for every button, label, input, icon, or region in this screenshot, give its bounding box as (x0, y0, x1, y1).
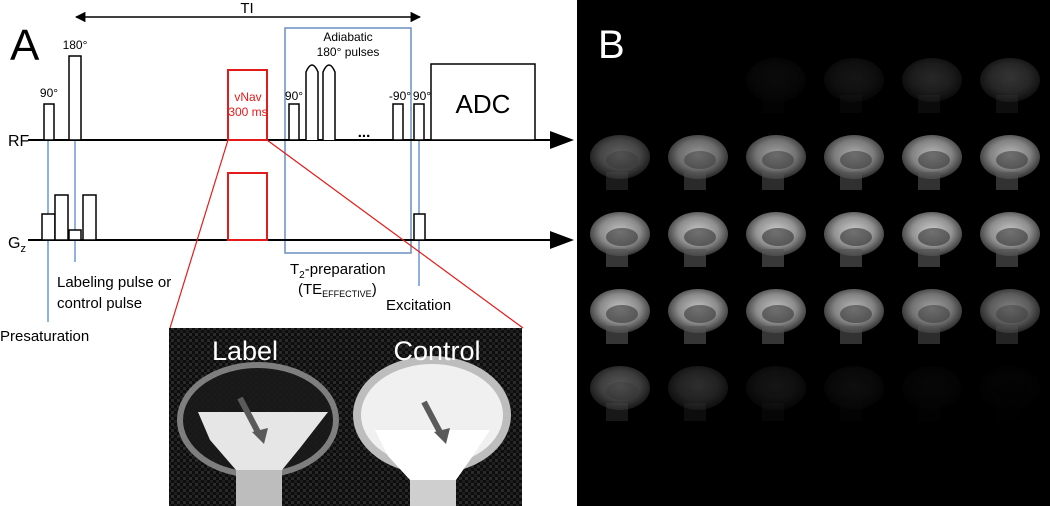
slice-thumbnail (824, 58, 884, 113)
slice-thumbnail (824, 289, 884, 344)
slice-thumbnail (668, 212, 728, 267)
vnav-rf-box (227, 69, 268, 141)
gz-label-gradient (68, 229, 82, 241)
slice-thumbnail (746, 58, 806, 102)
control-image (353, 356, 511, 506)
rf-axis-label: RF (8, 133, 30, 150)
slice-thumbnail (824, 135, 884, 190)
rf-axis-arrowhead (550, 131, 574, 149)
slice-thumbnail (746, 366, 806, 421)
slice-thumbnail (590, 135, 650, 190)
adc-box (430, 63, 536, 141)
label-image (177, 362, 339, 506)
slice-thumbnail (980, 58, 1040, 113)
slice-thumbnail (746, 212, 806, 267)
slice-thumbnail (980, 212, 1040, 267)
slice-thumbnail (668, 366, 728, 421)
slice-thumbnail (668, 289, 728, 344)
slice-thumbnail (824, 212, 884, 267)
adiabatic-pulse-2 (322, 64, 336, 140)
rf-90-presat-pulse (43, 103, 55, 141)
zoom-line-left (169, 139, 229, 329)
panel-b: B (577, 0, 1050, 506)
neg90-label: -90° (389, 89, 411, 103)
slice-thumbnail (980, 135, 1040, 190)
slice-thumbnail (668, 135, 728, 190)
panel-a-letter: A (10, 21, 40, 70)
vnav-gz-box (227, 172, 268, 241)
zoom-line-right (266, 139, 524, 329)
gz-axis-label: Gz (8, 235, 26, 255)
excitation-90-label: 90° (413, 89, 431, 103)
panel-b-letter: B (598, 23, 625, 67)
t2prep-text: T2-preparation (290, 261, 386, 281)
te-effective-text: (TEEFFECTIVE) (298, 281, 377, 299)
labeling-text-1: Labeling pulse or (57, 274, 171, 291)
slice-thumbnail (590, 289, 650, 344)
slice-thumbnail (902, 212, 962, 267)
ellipsis: ... (358, 124, 371, 141)
rf-90-presat-label: 90° (40, 86, 58, 100)
t2prep-90-pulse (288, 103, 300, 141)
slice-thumbnail (902, 289, 962, 344)
neg90-pulse (392, 103, 404, 141)
slice-thumbnail (824, 366, 884, 421)
slice-grid (590, 58, 1040, 421)
excitation-text: Excitation (386, 297, 451, 314)
slice-thumbnail (590, 366, 650, 421)
presaturation-text: Presaturation (0, 328, 89, 345)
gz-excitation (413, 213, 426, 241)
slice-thumbnail (746, 289, 806, 344)
slice-thumbnail (746, 135, 806, 190)
gz-presat-gradient (54, 194, 69, 241)
vnav-label-1: vNav (234, 90, 261, 104)
rf-180-label-pulse (68, 55, 82, 141)
inset-label-text: Label (212, 336, 278, 366)
adiabatic-pulse-1 (305, 64, 319, 140)
panel-a: A TI Adiabatic 180° pulses RF 90° 180° v… (0, 0, 574, 506)
adc-label: ADC (456, 89, 511, 119)
vnav-label-2: 300 ms (228, 105, 267, 119)
rf-180-label: 180° (63, 38, 88, 52)
slice-thumbnail (902, 58, 962, 113)
labeling-text-2: control pulse (57, 295, 142, 312)
slice-thumbnail (590, 212, 650, 267)
slice-thumbnail (980, 289, 1040, 344)
vnav-inset: Label Control (169, 328, 522, 506)
adiabatic-label-1: Adiabatic (323, 30, 372, 44)
gz-presat-crusher (41, 213, 56, 241)
adiabatic-label-2: 180° pulses (317, 45, 380, 59)
excitation-90-pulse (413, 103, 425, 141)
gz-label-crusher (82, 194, 97, 241)
panel-b-background (577, 0, 1050, 506)
slice-thumbnail (902, 135, 962, 190)
inset-control-text: Control (393, 336, 480, 366)
t2prep-90-label: 90° (285, 89, 303, 103)
ti-label: TI (240, 0, 253, 17)
gz-axis-arrowhead (550, 231, 574, 249)
